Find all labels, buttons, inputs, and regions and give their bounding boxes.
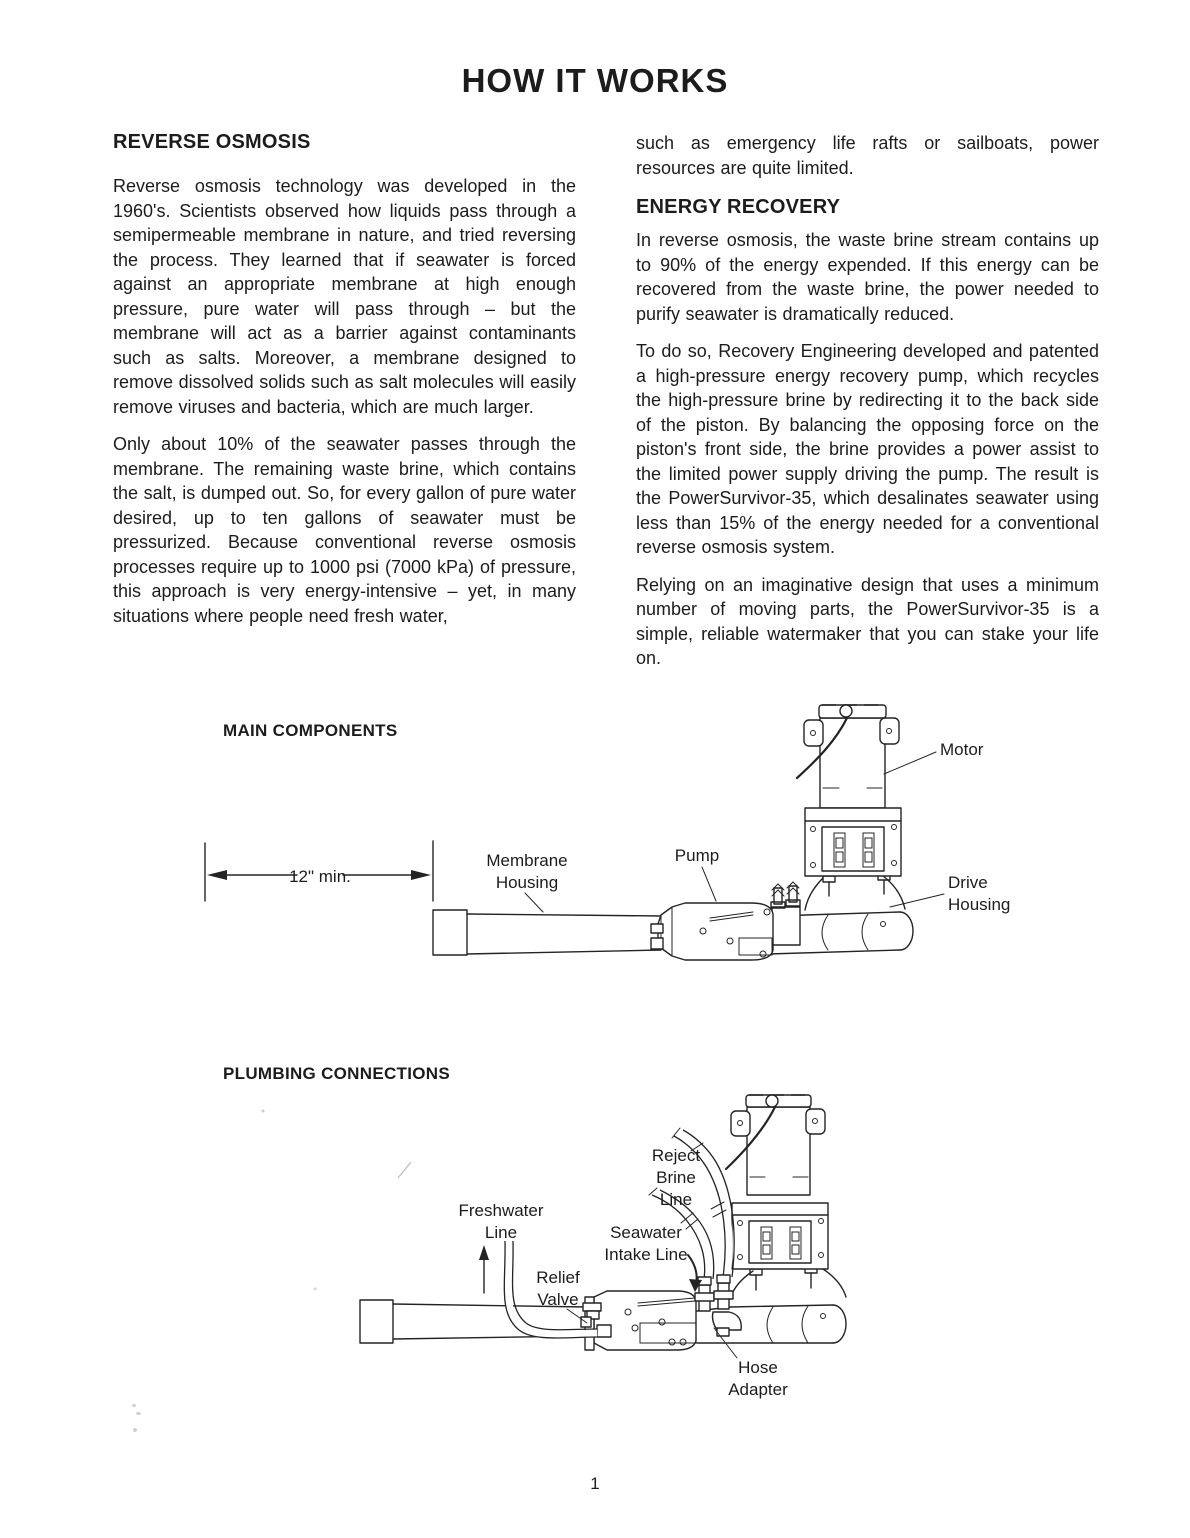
freshwater-line-label-line1: Freshwater: [458, 1201, 543, 1220]
hose-adapter-drawing: [711, 1311, 742, 1337]
drive-housing-leader-line: [889, 893, 945, 908]
membrane-housing-drawing: [432, 909, 662, 956]
energy-recovery-para-2: To do so, Recovery Engineering developed…: [636, 341, 1099, 557]
membrane-housing-label-line1: Membrane: [486, 851, 567, 870]
relief-valve-label-line2: Valve: [537, 1290, 578, 1309]
pump-fitting-lower: [650, 937, 664, 950]
energy-recovery-para-3: Relying on an imaginative design that us…: [636, 574, 1099, 669]
plumbing-connections-diagram: Freshwater Line Reject Brine Line Seawat…: [261, 1094, 847, 1399]
reject-brine-hose-drawing: [671, 1127, 735, 1278]
hose-barb-fittings: [770, 881, 801, 946]
hose-adapter-label-line1: Hose: [738, 1358, 778, 1377]
plumbing-connections-heading: PLUMBING CONNECTIONS: [223, 1064, 450, 1083]
seawater-flow-arrow: [687, 1254, 702, 1292]
motor-leader-line: [883, 751, 937, 775]
motor-drawing: [795, 704, 900, 809]
reverse-osmosis-para-1: Reverse osmosis technology was developed…: [113, 176, 576, 417]
scan-speck: [313, 1287, 317, 1291]
hose-line-fittings: [694, 1274, 734, 1312]
relief-valve-label-line1: Relief: [536, 1268, 580, 1287]
motor-wire: [795, 716, 849, 780]
reject-brine-line-label-line1: Reject: [652, 1146, 700, 1165]
freshwater-hose-drawing: [503, 1240, 598, 1339]
dimension-12in: 12" min.: [204, 840, 434, 902]
membrane-housing-leader-line: [524, 892, 544, 913]
seawater-intake-label-line1: Seawater: [610, 1223, 682, 1242]
mounting-bracket-drawing: [804, 807, 902, 877]
scan-speck: [133, 1428, 137, 1432]
motor-wire: [724, 1105, 777, 1171]
motor-ear-right: [879, 717, 900, 745]
reject-brine-line-label-line2: Brine: [656, 1168, 696, 1187]
membrane-housing-label-line2: Housing: [496, 873, 558, 892]
scan-speck: [132, 1404, 136, 1407]
drive-housing-label-line1: Drive: [948, 873, 988, 892]
mounting-bracket-drawing: [731, 1202, 829, 1270]
scan-speck: [136, 1412, 141, 1415]
left-column: REVERSE OSMOSIS Reverse osmosis technolo…: [113, 131, 576, 671]
scan-mark: [397, 1161, 412, 1179]
body-columns: REVERSE OSMOSIS Reverse osmosis technolo…: [113, 131, 1099, 671]
reverse-osmosis-heading: REVERSE OSMOSIS: [113, 131, 311, 153]
seawater-intake-label-line2: Intake Line: [604, 1245, 687, 1264]
motor-label: Motor: [940, 740, 984, 759]
scan-speck: [261, 1109, 265, 1113]
freshwater-flow-arrow: [479, 1245, 489, 1294]
membrane-tube-bottom: [466, 949, 662, 955]
page-title: HOW IT WORKS: [461, 62, 729, 99]
drive-housing-label-line2: Housing: [948, 895, 1010, 914]
motor-ear-left: [730, 1110, 751, 1137]
drive-housing-drawing: [767, 873, 914, 955]
pump-fitting-upper: [650, 923, 664, 934]
main-components-heading: MAIN COMPONENTS: [223, 721, 398, 740]
energy-recovery-para-1: In reverse osmosis, the waste brine stre…: [636, 230, 1099, 324]
motor-ear-right: [805, 1108, 826, 1135]
seawater-hose-drawing: [648, 1187, 715, 1280]
hose-adapter-leader-line: [713, 1327, 738, 1359]
pump-drawing: [650, 902, 774, 961]
pump-leader-line: [701, 866, 717, 902]
freshwater-line-label-line2: Line: [485, 1223, 517, 1242]
energy-recovery-heading: ENERGY RECOVERY: [636, 196, 841, 218]
pump-drawing: [580, 1290, 697, 1351]
page-number: 1: [590, 1474, 600, 1493]
membrane-tube-top: [466, 913, 662, 917]
continuation-para: such as emergency life rafts or sailboat…: [636, 133, 1099, 178]
motor-body: [819, 717, 886, 809]
freshwater-fitting: [596, 1324, 612, 1338]
dimension-label: 12" min.: [289, 867, 351, 886]
motor-ear-left: [803, 719, 824, 747]
motor-wire-plug: [765, 1094, 779, 1108]
motor-wire-plug: [839, 704, 853, 718]
membrane-end-cap: [432, 909, 468, 956]
motor-body: [746, 1106, 811, 1196]
relief-valve-leader-line: [566, 1308, 588, 1324]
motor-drawing: [724, 1094, 826, 1196]
main-components-diagram: 12" min. Membrane Housing Pump Motor Dri…: [204, 704, 1010, 961]
reject-brine-line-label-line3: Line: [660, 1190, 692, 1209]
pump-label: Pump: [675, 846, 719, 865]
hose-adapter-label-line2: Adapter: [728, 1380, 788, 1399]
right-column: such as emergency life rafts or sailboat…: [636, 131, 1099, 671]
reverse-osmosis-para-2: Only about 10% of the seawater passes th…: [113, 434, 576, 626]
